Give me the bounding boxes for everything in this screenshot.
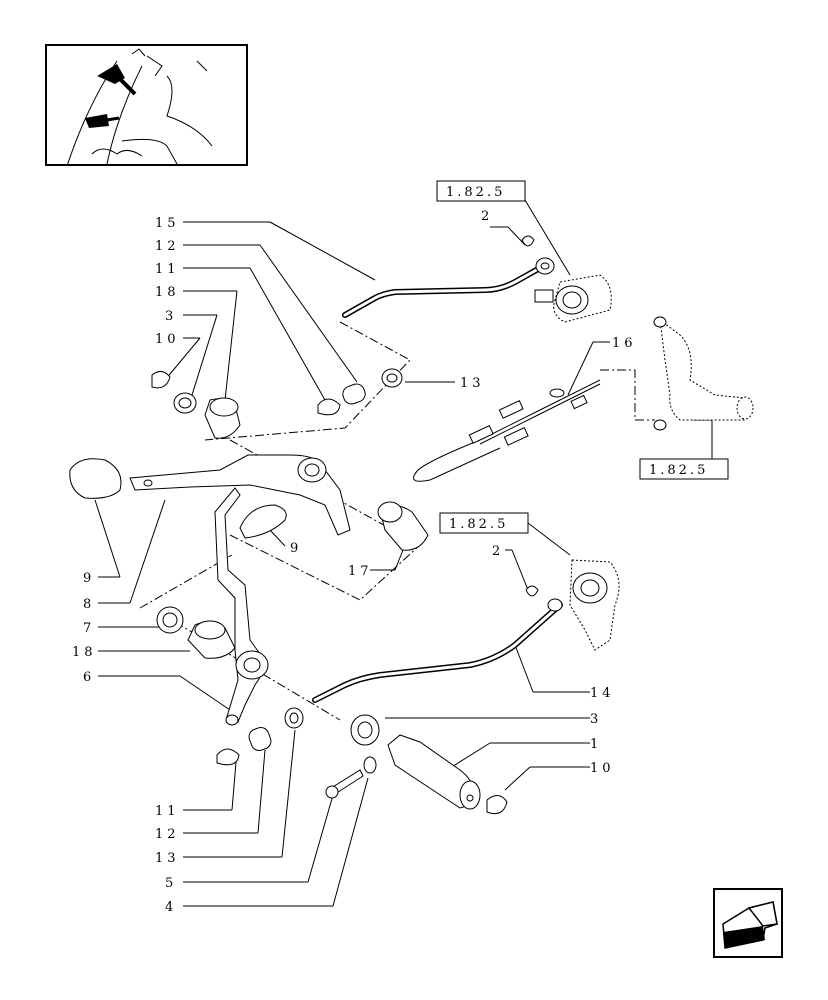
callout-13b: 13 [155, 851, 180, 866]
callout-15: 15 [155, 216, 180, 231]
callout-4: 4 [165, 900, 177, 915]
ref-box-mid [439, 512, 529, 534]
callout-labels: 15 12 11 18 3 10 9 8 7 18 6 11 12 13 5 4… [72, 209, 637, 915]
ref-box-right [639, 458, 729, 480]
callout-5: 5 [165, 876, 177, 891]
callout-11b: 11 [155, 804, 180, 819]
ref-mid: 1.82.5 [449, 517, 508, 532]
ref-top: 1.82.5 [446, 185, 505, 200]
callout-3b: 3 [590, 712, 602, 727]
reference-boxes: 1.82.5 1.82.5 1.82.5 [436, 180, 729, 534]
callout-10: 10 [155, 332, 180, 347]
callout-3: 3 [165, 309, 177, 324]
callout-13: 13 [460, 376, 485, 391]
callout-9: 9 [83, 571, 95, 586]
callout-6: 6 [83, 670, 95, 685]
callout-2b: 2 [492, 544, 504, 559]
callout-10b: 10 [590, 761, 615, 776]
callout-7: 7 [83, 621, 95, 636]
back-nav-button[interactable] [713, 888, 783, 958]
callout-16: 16 [612, 336, 637, 351]
ref-box-top [436, 180, 526, 202]
callout-12b: 12 [155, 827, 180, 842]
callout-17: 17 [348, 564, 373, 579]
tractor-cab-thumbnail-icon [67, 48, 213, 164]
callout-14: 14 [590, 686, 615, 701]
callout-18: 18 [155, 285, 180, 300]
callout-18b: 18 [72, 645, 97, 660]
callout-2: 2 [481, 209, 493, 224]
ref-right: 1.82.5 [649, 463, 708, 478]
callout-1: 1 [590, 737, 602, 752]
callout-9b: 9 [290, 541, 302, 556]
arrow-back-icon [722, 901, 778, 949]
location-thumbnail [45, 44, 248, 166]
callout-12: 12 [155, 239, 180, 254]
callout-8: 8 [83, 597, 95, 612]
callout-11: 11 [155, 262, 180, 277]
